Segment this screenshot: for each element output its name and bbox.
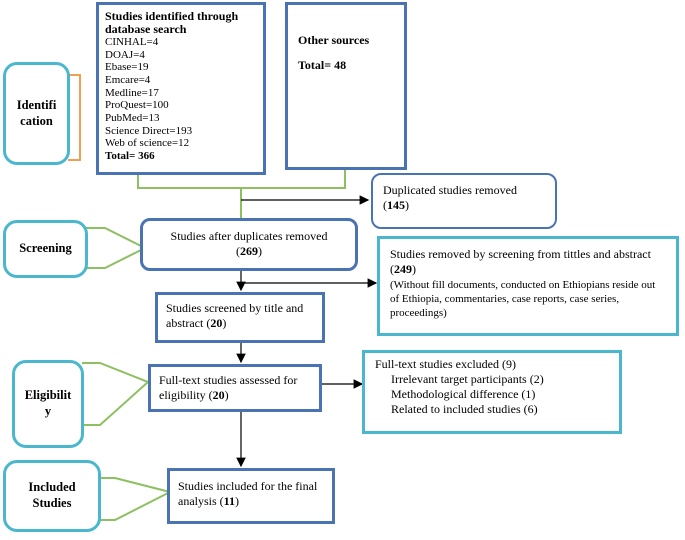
database-total: Total= 366	[105, 149, 155, 162]
removed-by-screening-label: Studies removed by screening from tittle…	[390, 247, 651, 261]
screening-bracket	[85, 227, 148, 269]
database-source-item: Emcare=4	[105, 74, 151, 87]
stage-eligibility-label: Eligibilit y	[24, 388, 72, 418]
stage-included-label: Included Studies	[28, 480, 76, 510]
stage-eligibility: Eligibilit y	[12, 360, 84, 448]
after-duplicates-box: Studies after duplicates removed (269)	[140, 218, 358, 271]
database-source-list: CINHAL=4 DOAJ=4 Ebase=19 Emcare=4 Medlin…	[105, 36, 257, 162]
duplicates-removed-box: Duplicated studies removed (145)	[371, 173, 557, 229]
included-final-label: Studies included for the final analysis	[178, 479, 318, 508]
screened-count: 20	[210, 316, 223, 330]
database-source-item: DOAJ=4	[105, 48, 145, 61]
included-bracket	[100, 477, 173, 521]
included-final-count: 11	[223, 494, 236, 508]
duplicates-removed-count: 145	[387, 198, 405, 212]
removed-by-screening-box: Studies removed by screening from tittle…	[377, 236, 679, 336]
identification-bracket	[68, 74, 81, 161]
database-search-box: Studies identified through database sear…	[96, 2, 266, 175]
stage-identification: Identifi cation	[3, 62, 70, 165]
stage-identification-label: Identifi cation	[16, 97, 57, 128]
removed-by-screening-count: 249	[394, 262, 412, 276]
screened-box: Studies screened by title and abstract (…	[155, 292, 325, 343]
database-search-title: Studies identified through database sear…	[105, 9, 239, 36]
exclusion-reason-item: Irrelevant target participants (2)	[391, 372, 544, 386]
eligibility-bracket	[82, 362, 150, 426]
exclusion-reason-item: Related to included studies (6)	[391, 402, 538, 416]
stage-included: Included Studies	[3, 460, 101, 532]
fulltext-assessed-count: 20	[212, 388, 225, 402]
after-duplicates-label: Studies after duplicates removed	[170, 229, 328, 243]
database-source-item: ProQuest=100	[105, 99, 169, 112]
fulltext-excluded-box: Full-text studies excluded (9) Irrelevan…	[362, 350, 622, 434]
screened-label: Studies screened by title and abstract	[166, 301, 304, 330]
removed-by-screening-note: (Without fill documents, conducted on Et…	[390, 279, 656, 319]
other-sources-box: Other sources Total= 48	[285, 2, 407, 170]
fulltext-assessed-box: Full-text studies assessed for eligibili…	[148, 364, 322, 412]
after-duplicates-count: 269	[240, 244, 258, 258]
stage-screening-label: Screening	[19, 241, 72, 256]
database-source-item: Science Direct=193	[105, 124, 193, 137]
duplicates-removed-label: Duplicated studies removed	[383, 183, 517, 197]
fulltext-excluded-reasons: Irrelevant target participants (2) Metho…	[375, 372, 609, 417]
exclusion-reason-item: Methodological difference (1)	[391, 387, 536, 401]
database-source-item: Ebase=19	[105, 61, 149, 74]
fulltext-assessed-label: Full-text studies assessed for eligibili…	[159, 373, 298, 402]
database-source-item: Web of science=12	[105, 137, 190, 150]
database-source-item: PubMed=13	[105, 112, 160, 125]
other-sources-total: Total= 48	[298, 58, 347, 72]
database-source-item: CINHAL=4	[105, 36, 159, 49]
fulltext-excluded-title: Full-text studies excluded (9)	[375, 357, 516, 371]
database-source-item: Medline=17	[105, 86, 159, 99]
stage-screening: Screening	[3, 220, 88, 278]
other-sources-title: Other sources	[298, 33, 370, 47]
included-final-box: Studies included for the final analysis …	[167, 468, 335, 524]
